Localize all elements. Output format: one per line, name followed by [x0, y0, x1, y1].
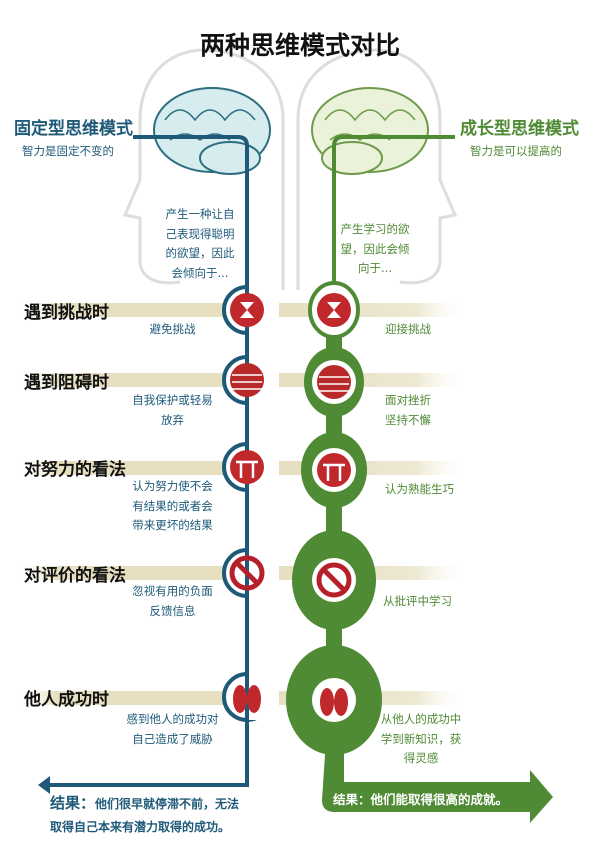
growth-row-text: 从他人的成功中学到新知识，获得灵感 — [380, 712, 462, 765]
row-label-criticism: 对评价的看法 — [24, 566, 126, 586]
fixed-row-text: 避免挑战 — [149, 322, 196, 336]
fixed-intro: 产生一种让自己表现得聪明 的欲望，因此会倾向于... — [165, 207, 235, 280]
growth-result: 结果：他们能取得很高的成就。 — [333, 792, 509, 807]
growth-path-line — [332, 135, 455, 780]
growth-mindset-subheading: 智力是可以提高的 — [470, 144, 562, 158]
fixed-mindset-heading: 固定型思维模式 — [14, 119, 133, 139]
growth-row-text: 迎接挑战 — [385, 322, 431, 336]
prohibited-icon — [229, 555, 352, 598]
growth-row-text: 认为熟能生巧 — [385, 482, 454, 496]
growth-brain-icon — [311, 87, 429, 175]
growth-result-arrow — [322, 740, 553, 823]
fixed-row-text: 认为努力使不会有结果的或者会带来更坏的结果 — [132, 479, 213, 532]
fixed-result-line-2: 取得自己本来有潜力取得的成功。 — [50, 820, 231, 834]
fixed-mindset-subheading: 智力是固定不变的 — [22, 144, 114, 158]
growth-row-text: 面对挫折坚持不懈 — [385, 393, 431, 427]
fixed-head-outline — [122, 48, 285, 290]
fixed-row-text: 忽视有用的负面反馈信息 — [132, 584, 213, 618]
page-title: 两种思维模式对比 — [199, 31, 400, 60]
fixed-arrowhead — [38, 776, 50, 794]
row-label-effort: 对努力的看法 — [24, 460, 126, 480]
growth-head-outline — [296, 48, 458, 290]
fixed-row-text: 自我保护或轻易放弃 — [132, 393, 213, 427]
arrows-icon — [230, 293, 351, 327]
lungs-icon — [233, 685, 348, 716]
growth-mindset-heading: 成长型思维模式 — [460, 119, 579, 139]
fixed-result: 结果：他们很早就停滞不前，无法 — [50, 794, 240, 812]
weightlifter-icon — [230, 450, 351, 487]
growth-row-text: 从批评中学习 — [383, 594, 452, 608]
brick-wall-icon — [230, 363, 351, 399]
fixed-row-text: 感到他人的成功对自己造成了威胁 — [126, 712, 219, 746]
fixed-brain-icon — [153, 87, 271, 175]
row-label-others-success: 他人成功时 — [24, 690, 109, 710]
row-label-obstacle: 遇到阻碍时 — [24, 373, 109, 393]
row-label-challenge: 遇到挑战时 — [24, 303, 109, 323]
fixed-path-line — [48, 135, 249, 787]
growth-intro: 产生学习的欲望，因此会倾 向于... — [340, 222, 410, 275]
